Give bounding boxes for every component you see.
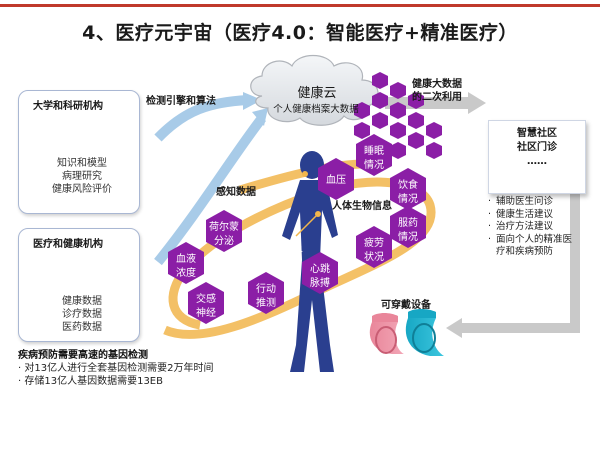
label-engine: 检测引擎和算法 xyxy=(146,96,216,107)
hexagon-action: 行动 推测 xyxy=(248,272,284,314)
hexagon-diet: 饮食 情况 xyxy=(390,168,426,210)
panel-research: 大学和科研机构 知识和模型 病理研究 健康风险评价 xyxy=(18,90,140,214)
panel-medical-lines: 健康数据 诊疗数据 医药数据 xyxy=(37,295,127,334)
watermark-text: www.***n44 xyxy=(236,244,303,257)
svg-text:血液: 血液 xyxy=(176,252,196,265)
svg-text:浓度: 浓度 xyxy=(176,266,196,279)
community-line: 智慧社区 xyxy=(517,128,557,139)
notes-item: · 存储13亿人基因数据需要13EB xyxy=(18,376,163,387)
wearable-band-teal xyxy=(405,309,444,356)
service-item: ·辅助医生问诊 xyxy=(488,196,554,207)
community-line: 社区门诊 xyxy=(517,142,557,153)
svg-text:推测: 推测 xyxy=(256,296,276,309)
svg-text:情况: 情况 xyxy=(398,192,418,205)
svg-text:饮食: 饮食 xyxy=(398,178,418,191)
svg-text:分泌: 分泌 xyxy=(214,234,234,247)
page-title: 4、医疗元宇宙（医疗4.0：智能医疗+精准医疗） xyxy=(82,22,518,44)
panel-research-line: 病理研究 xyxy=(62,171,102,182)
label-perception: 感知数据 xyxy=(216,187,256,198)
panel-research-lines: 知识和模型 病理研究 健康风险评价 xyxy=(37,157,127,196)
hexagon-heartbeat: 心跳 脉搏 xyxy=(302,252,338,294)
services-list: ·辅助医生问诊 ·健康生活建议 ·治疗方法建议 ·面向个人的精准医疗和疾病预防 xyxy=(488,196,580,259)
hex-cluster-small xyxy=(354,72,442,159)
svg-text:状况: 状况 xyxy=(364,250,384,263)
svg-text:脉搏: 脉搏 xyxy=(310,276,330,289)
cloud-subtitle: 个人健康档案大数据 xyxy=(273,104,359,115)
hexagon-medication: 服药 情况 xyxy=(390,206,426,248)
arrow-services-to-wearable xyxy=(458,190,580,333)
hexagon-blood-concentration: 血液 浓度 xyxy=(168,242,204,284)
label-wearable: 可穿戴设备 xyxy=(381,300,431,311)
svg-text:血压: 血压 xyxy=(326,173,346,186)
svg-text:神经: 神经 xyxy=(196,306,216,319)
panel-research-title: 大学和科研机构 xyxy=(33,101,103,112)
svg-text:情况: 情况 xyxy=(398,230,418,243)
svg-text:荷尔蒙: 荷尔蒙 xyxy=(209,220,239,233)
panel-medical-line: 健康数据 xyxy=(62,296,102,307)
hexagon-fatigue: 疲劳 状况 xyxy=(356,226,392,268)
notes-heading: 疾病预防需要高速的基因检测 xyxy=(18,350,148,361)
community-box: 智慧社区 社区门诊 …… xyxy=(488,120,586,194)
svg-text:服药: 服药 xyxy=(398,217,418,229)
wearable-band-pink xyxy=(369,313,404,354)
hexagon-blood-pressure: 血压 xyxy=(318,158,354,200)
cloud-title: 健康云 xyxy=(297,86,337,101)
label-body-info: 人体生物信息 xyxy=(332,201,392,212)
svg-text:情况: 情况 xyxy=(364,158,384,171)
service-item: ·面向个人的精准医疗和疾病预防 xyxy=(488,233,573,258)
panel-medical-line: 诊疗数据 xyxy=(62,309,102,320)
svg-text:交感: 交感 xyxy=(196,292,216,305)
service-item: ·治疗方法建议 xyxy=(488,221,554,232)
svg-text:睡眠: 睡眠 xyxy=(364,144,384,157)
community-line: …… xyxy=(527,156,547,167)
panel-research-line: 知识和模型 xyxy=(57,158,107,169)
panel-medical-line: 医药数据 xyxy=(62,322,102,333)
label-bigdata-line: 健康大数据 xyxy=(412,79,462,90)
hexagon-group: 睡眠 情况 血压 饮食 情况 服药 情况 疲劳 状况 心跳 脉搏 xyxy=(168,134,426,324)
svg-text:疲劳: 疲劳 xyxy=(364,236,384,249)
head-sensor-dot xyxy=(302,171,308,177)
arrow-medical-to-cloud xyxy=(154,114,266,266)
sensor-line xyxy=(295,213,319,237)
panel-research-line: 健康风险评价 xyxy=(52,184,112,195)
svg-text:心跳: 心跳 xyxy=(310,262,330,275)
label-bigdata-line: 的二次利用 xyxy=(412,92,462,103)
hexagon-hormone: 荷尔蒙 分泌 xyxy=(206,210,242,252)
notes-item: · 对13亿人进行全套基因检测需要2万年时间 xyxy=(18,363,214,374)
svg-text:行动: 行动 xyxy=(256,282,276,295)
service-item: ·健康生活建议 xyxy=(488,208,554,220)
panel-medical-title: 医疗和健康机构 xyxy=(33,239,103,250)
title-accent-line xyxy=(0,4,600,7)
hexagon-sympathetic: 交感 神经 xyxy=(188,282,224,324)
bottom-notes: 疾病预防需要高速的基因检测 · 对13亿人进行全套基因检测需要2万年时间 · 存… xyxy=(18,349,298,388)
arrow-research-to-cloud xyxy=(154,95,249,142)
health-cloud-shape xyxy=(250,54,379,126)
panel-medical: 医疗和健康机构 健康数据 诊疗数据 医药数据 xyxy=(18,228,140,342)
label-bigdata: 健康大数据 的二次利用 xyxy=(412,78,462,104)
hexagon-sleep: 睡眠 情况 xyxy=(356,134,392,176)
